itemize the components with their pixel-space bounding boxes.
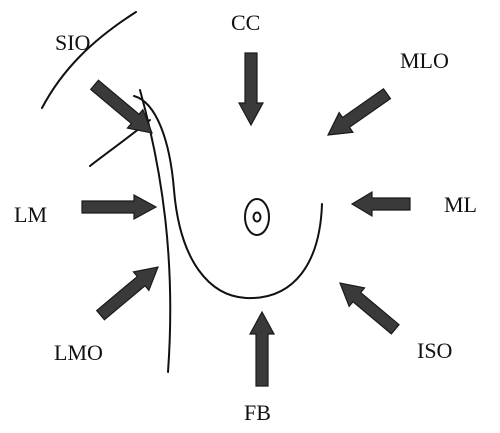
arrow-cc bbox=[237, 52, 265, 127]
label-fb: FB bbox=[244, 400, 271, 425]
label-mlo: MLO bbox=[400, 48, 449, 73]
label-lm: LM bbox=[14, 202, 47, 227]
nipple-areola bbox=[244, 198, 270, 236]
arrow-sio bbox=[89, 79, 153, 134]
arrow-ml bbox=[350, 190, 411, 218]
nipple-center bbox=[252, 211, 262, 223]
arrow-fb bbox=[248, 310, 276, 387]
label-cc: CC bbox=[231, 10, 260, 35]
label-iso: ISO bbox=[417, 338, 452, 363]
upper-left-arc bbox=[41, 11, 137, 109]
label-ml: ML bbox=[444, 192, 477, 217]
arrow-mlo bbox=[326, 87, 392, 136]
arrow-iso bbox=[339, 282, 400, 335]
arrow-lmo bbox=[95, 266, 159, 321]
arrow-lm bbox=[81, 193, 158, 221]
chest-wall-line bbox=[139, 89, 172, 373]
breast-outline bbox=[133, 95, 323, 300]
label-lmo: LMO bbox=[54, 340, 103, 365]
